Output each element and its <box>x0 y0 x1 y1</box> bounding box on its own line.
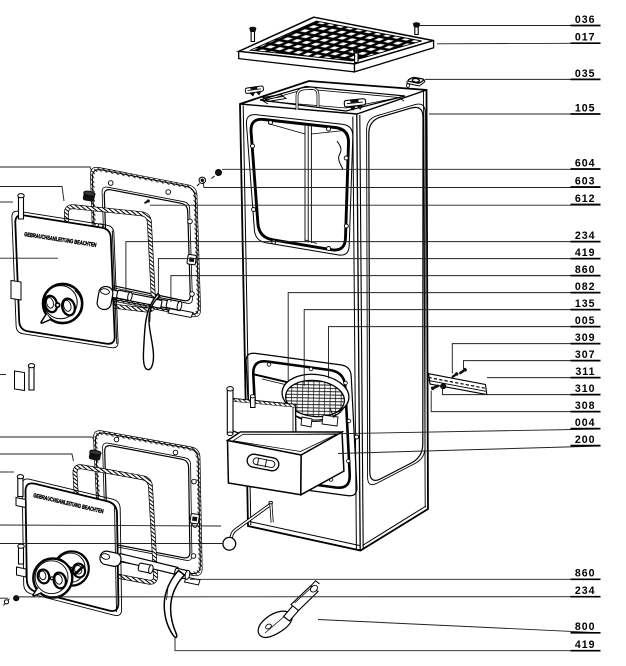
svg-text:082: 082 <box>575 281 596 293</box>
svg-text:612: 612 <box>575 193 596 205</box>
svg-text:035: 035 <box>575 68 596 80</box>
svg-text:105: 105 <box>575 102 596 114</box>
svg-text:200: 200 <box>575 434 596 446</box>
svg-text:800: 800 <box>575 621 596 633</box>
svg-text:860: 860 <box>575 568 596 580</box>
svg-text:234: 234 <box>575 585 596 597</box>
svg-text:004: 004 <box>575 417 596 429</box>
svg-text:419: 419 <box>575 639 596 651</box>
svg-text:309: 309 <box>575 332 596 344</box>
svg-text:036: 036 <box>575 14 596 26</box>
svg-text:604: 604 <box>575 157 596 169</box>
svg-text:005: 005 <box>575 315 596 327</box>
svg-text:135: 135 <box>575 298 596 310</box>
svg-text:308: 308 <box>575 400 596 412</box>
svg-text:234: 234 <box>575 230 596 242</box>
svg-text:017: 017 <box>575 32 596 44</box>
svg-text:860: 860 <box>575 264 596 276</box>
svg-text:311: 311 <box>575 366 595 378</box>
svg-text:310: 310 <box>575 383 596 395</box>
svg-text:603: 603 <box>575 175 596 187</box>
svg-text:307: 307 <box>575 349 596 361</box>
svg-text:419: 419 <box>575 247 596 259</box>
